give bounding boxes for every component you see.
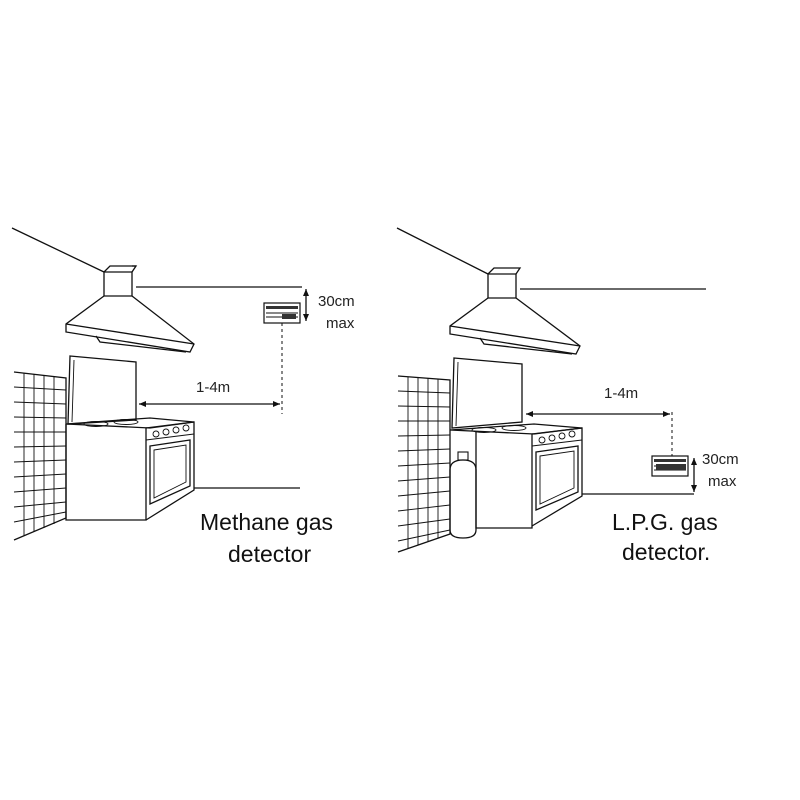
- lpg-title-line2: detector.: [622, 539, 710, 565]
- tile-wall-icon: [13, 371, 67, 541]
- range-hood-icon: [449, 267, 581, 355]
- ceiling-line: [396, 227, 489, 275]
- vertical-distance-label: 30cm: [318, 293, 355, 310]
- horizontal-distance-label: 1-4m: [604, 385, 638, 402]
- vertical-distance-label: 30cm: [702, 451, 739, 468]
- stove-icon: [449, 423, 583, 529]
- stove-icon: [65, 417, 195, 521]
- backsplash: [451, 357, 523, 429]
- horizontal-distance-label: 1-4m: [196, 379, 230, 396]
- gas-detector-icon: [651, 455, 689, 477]
- backsplash: [67, 355, 137, 425]
- methane-title-line1: Methane gas: [200, 509, 333, 535]
- lpg-panel: 30cm max 1-4m L.P.G. gas detector.: [396, 227, 739, 565]
- tile-wall-icon: [397, 375, 451, 553]
- gas-detector-icon: [263, 302, 301, 324]
- gas-cylinder-icon: [449, 451, 477, 539]
- methane-panel: 30cm max 1-4m Methane gas detector: [11, 227, 355, 567]
- range-hood-icon: [65, 265, 195, 353]
- ceiling-line: [11, 227, 105, 273]
- vertical-distance-qualifier: max: [326, 315, 355, 332]
- lpg-title-line1: L.P.G. gas: [612, 509, 718, 535]
- vertical-distance-qualifier: max: [708, 473, 737, 490]
- methane-title-line2: detector: [228, 541, 311, 567]
